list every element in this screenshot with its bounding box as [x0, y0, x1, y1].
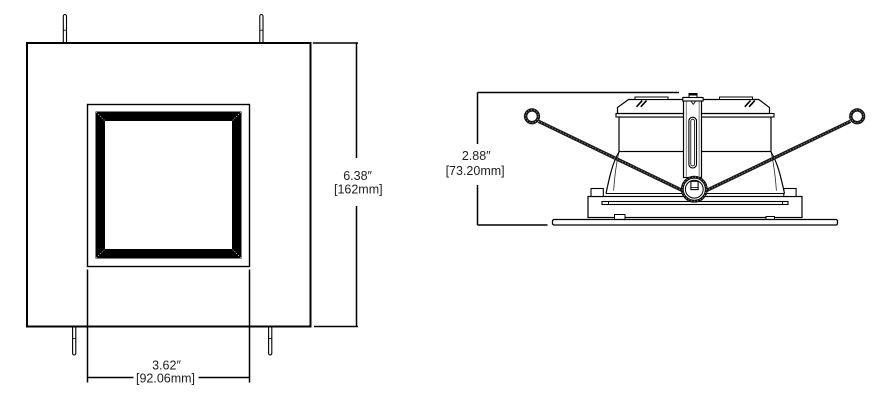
dimension-side-height: 2.88″ [73.20mm]: [443, 91, 679, 226]
torsion-spring-left: [523, 108, 684, 193]
hatch-marks-left: [635, 100, 648, 108]
aperture-ring-mitres: [96, 112, 241, 258]
base-tab-right: [783, 187, 797, 198]
spring-pin-bottom-right: [268, 325, 273, 356]
front-height-inches: 6.38″: [343, 169, 372, 183]
body-bell-right-edge: [770, 151, 786, 194]
trim-plate-side: [551, 218, 839, 226]
spring-bracket: [682, 93, 704, 179]
top-tab-right: [719, 96, 753, 100]
dimension-front-width: 3.62″ [92.06mm]: [86, 269, 251, 386]
side-height-inches: 2.88″: [462, 149, 491, 163]
side-view: 2.88″ [73.20mm]: [443, 91, 866, 226]
torsion-spring-right: [705, 108, 866, 193]
front-view: 6.38″ [162mm] 3.62″ [92.06mm]: [26, 13, 383, 386]
base-tab-left: [590, 187, 604, 198]
side-height-mm: [73.20mm]: [446, 164, 505, 178]
front-height-mm: [162mm]: [334, 183, 383, 197]
pivot-boss: [680, 175, 708, 203]
dimension-front-height: 6.38″ [162mm]: [312, 42, 383, 328]
hatch-marks-right: [744, 100, 756, 108]
flange-square: [86, 103, 251, 268]
front-width-mm: [92.06mm]: [136, 371, 195, 385]
spring-pin-bottom-left: [72, 325, 77, 356]
top-tab-left: [634, 96, 669, 100]
front-width-inches: 3.62″: [152, 358, 181, 372]
spring-pin-top-right: [259, 13, 264, 45]
body-bell-left-edge: [605, 151, 620, 194]
spring-pin-top-left: [62, 13, 68, 45]
body-bell-left-inner-edge: [613, 151, 620, 191]
body-bell-right-inner-edge: [770, 151, 777, 191]
